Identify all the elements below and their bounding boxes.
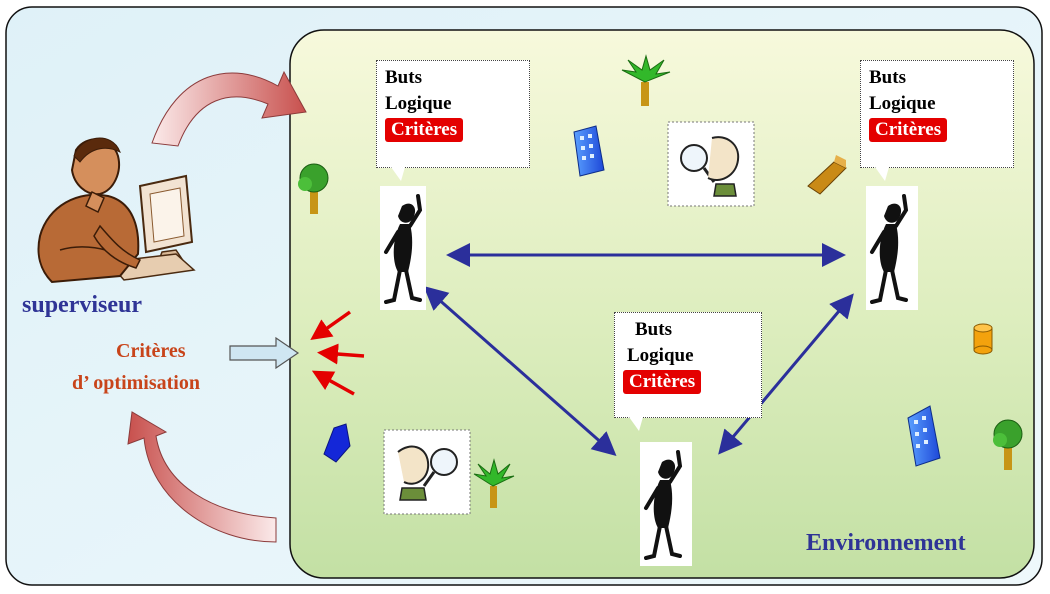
logic-text: Logique	[869, 93, 936, 114]
cylinder-icon	[973, 323, 993, 355]
bubble-tail	[391, 167, 405, 181]
agent-bubble-left: Buts Logique Critères	[376, 60, 530, 183]
agent-bubble-right: Buts Logique Critères	[860, 60, 1014, 183]
supervisor-computer-icon	[37, 137, 196, 284]
red-arrow-1	[310, 310, 352, 341]
agent-figure-right	[866, 186, 918, 310]
criteria-label-line2: d’ optimisation	[72, 372, 200, 394]
red-arrow-3	[311, 370, 355, 396]
curved-arrow-to-environment	[151, 70, 307, 147]
goals-text: Buts	[869, 67, 906, 88]
environment-label: Environnement	[806, 530, 966, 556]
criteria-tag: Critères	[869, 118, 948, 142]
palm-tree-icon	[621, 54, 671, 106]
red-arrow-2	[317, 343, 365, 365]
agent-bubble-bottom: Buts Logique Critères	[614, 312, 762, 433]
logic-text: Logique	[385, 93, 452, 114]
criteria-tag: Critères	[385, 118, 464, 142]
building-icon-2	[907, 405, 941, 467]
magnifier-agent-icon-top	[667, 121, 755, 207]
logic-text: Logique	[627, 345, 694, 366]
agent-figure-bottom	[640, 442, 692, 566]
interaction-arrow-left	[423, 286, 617, 456]
building-icon	[573, 125, 605, 177]
criteria-input-arrow	[229, 336, 300, 370]
supervisor-label: superviseur	[22, 292, 142, 318]
bubble-tail	[875, 167, 889, 181]
criteria-label-line1: Critères	[116, 340, 186, 362]
interaction-arrow-right	[718, 293, 854, 455]
magnifier-agent-icon-bottom	[383, 429, 471, 515]
curved-arrow-to-supervisor	[127, 411, 277, 543]
goals-text: Buts	[635, 319, 672, 340]
bubble-tail	[629, 417, 643, 431]
tree-icon-2	[993, 419, 1023, 470]
brick-icon	[807, 155, 847, 195]
diamond-shape-icon	[323, 423, 351, 463]
goals-text: Buts	[385, 67, 422, 88]
agent-figure-left	[380, 186, 426, 310]
tree-icon	[298, 163, 329, 214]
palm-tree-icon-2	[473, 458, 515, 508]
criteria-tag: Critères	[623, 370, 702, 394]
